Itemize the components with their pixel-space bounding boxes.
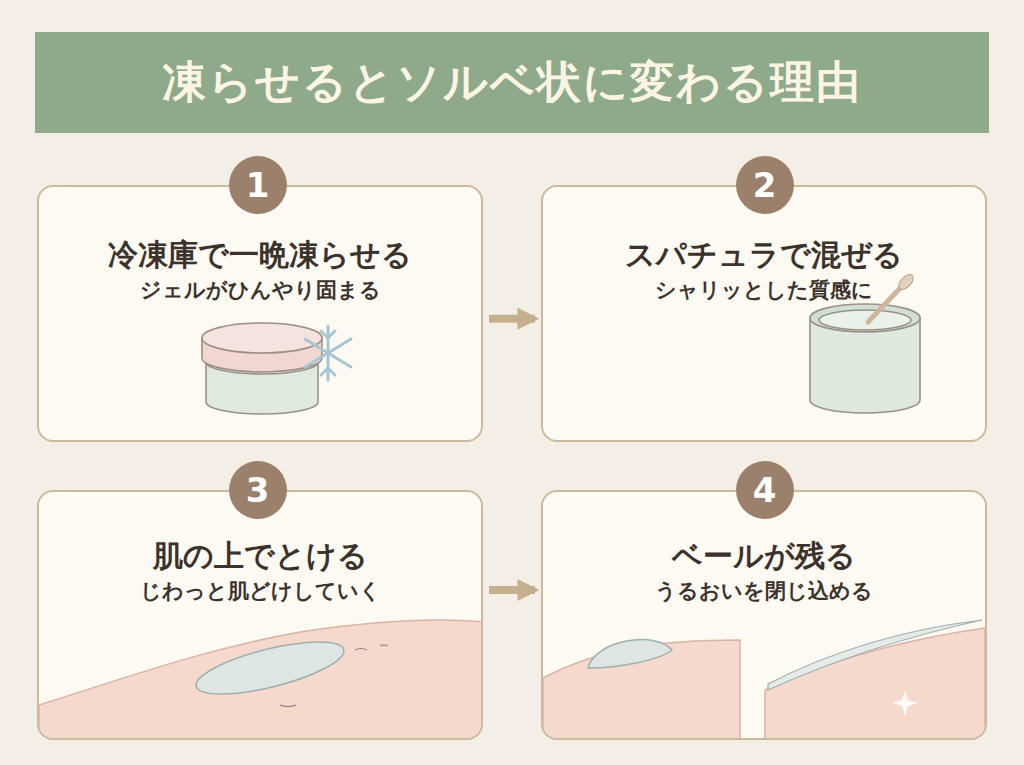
step-description: ジェルがひんやり固まる [39,277,481,304]
step-description: うるおいを閉じ込める [543,578,985,605]
step-box: 肌の上でとけるじわっと肌どけしていく3 [37,490,483,740]
step-number-badge: 3 [228,460,288,520]
step-box: ベールが残るうるおいを閉じ込める4 [541,490,987,740]
step-box: スパチュラで混ぜるシャリッとした質感に2 [541,185,987,442]
step-heading: スパチュラで混ぜる [543,237,985,273]
step-number-badge: 2 [735,155,795,215]
callout-number: 4 [735,460,795,520]
step-description: シャリッとした質感に [543,277,985,304]
callout-number: 1 [228,155,288,215]
title-band: 凍らせるとソルベ状に変わる理由 [35,32,989,133]
step-heading: 冷凍庫で一晩凍らせる [39,237,481,273]
callout-number: 3 [228,460,288,520]
step-heading: ベールが残る [543,538,985,574]
step-heading: 肌の上でとける [39,538,481,574]
step-description: じわっと肌どけしていく [39,578,481,605]
flow-arrow [489,586,535,594]
step-box: 冷凍庫で一晩凍らせるジェルがひんやり固まる1 [37,185,483,442]
callout-number: 2 [735,155,795,215]
step-number-badge: 1 [228,155,288,215]
diagram-title: 凍らせるとソルベ状に変わる理由 [162,53,862,112]
step-number-badge: 4 [735,460,795,520]
flow-arrow [489,315,535,323]
